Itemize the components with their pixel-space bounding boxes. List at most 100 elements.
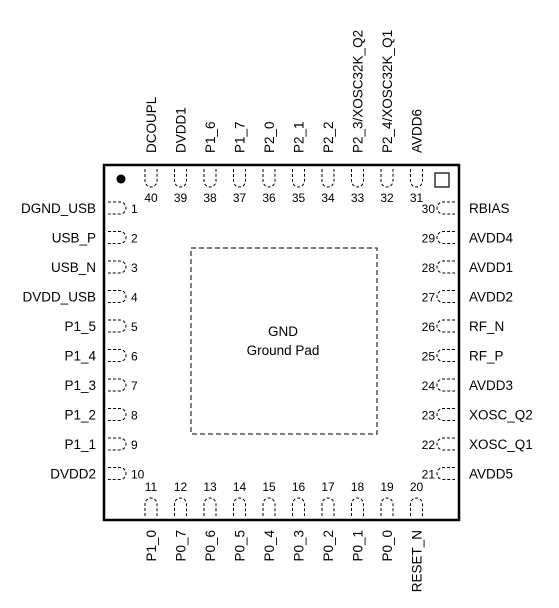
pin-pad — [380, 169, 394, 188]
pin-pad — [436, 437, 455, 451]
pin-label-rf-n: RF_N — [469, 319, 504, 334]
pin-label-p0-5: P0_5 — [233, 530, 248, 562]
pin-pad — [174, 497, 187, 516]
pin-number: 15 — [262, 480, 276, 494]
pin-number: 20 — [410, 480, 424, 494]
pin-37: 37 P1_7 — [233, 121, 248, 205]
pin-label-avdd3: AVDD3 — [469, 378, 513, 393]
pin-pad — [436, 467, 455, 480]
pin-pad — [108, 437, 127, 451]
pin-number: 29 — [422, 232, 436, 246]
pin-label-p1-1: P1_1 — [64, 437, 96, 452]
pin-label-p1-7: P1_7 — [233, 121, 248, 153]
pin-pad — [436, 378, 455, 392]
pin-label-p2-2: P2_2 — [321, 121, 336, 153]
pin-label-p1-0: P1_0 — [144, 530, 159, 562]
pin-label-avdd5: AVDD5 — [469, 467, 513, 482]
pin-label-p1-4: P1_4 — [64, 349, 96, 364]
pin-number: 28 — [422, 261, 436, 275]
pin-pad — [436, 319, 455, 333]
pin-label-dcoupl: DCOUPL — [144, 96, 159, 153]
pin-pad — [436, 408, 455, 421]
pin-number: 11 — [145, 480, 158, 494]
pin-label-xosc-q1: XOSC_Q1 — [469, 437, 533, 452]
pin-label-p0-4: P0_4 — [262, 530, 277, 562]
pin-number: 30 — [422, 202, 436, 216]
pin-number: 10 — [131, 468, 145, 482]
pin-pad — [292, 497, 305, 516]
pin-number: 8 — [131, 409, 138, 423]
pin-pad — [436, 290, 455, 303]
pin-pad — [203, 169, 217, 188]
pin-pad — [292, 169, 305, 188]
pin-pad — [436, 349, 455, 362]
pin-pad — [410, 497, 423, 516]
pin-40: 40 DCOUPL — [144, 96, 159, 205]
pin-number: 26 — [422, 320, 436, 334]
pin-number: 14 — [233, 480, 247, 494]
pin-label-p1-5: P1_5 — [64, 319, 96, 334]
pin-label-p0-3: P0_3 — [292, 530, 307, 562]
pin-label-p2-1: P2_1 — [292, 121, 307, 153]
pin-number: 7 — [131, 379, 138, 393]
pin-label-p2-3-xosc32k-q2: P2_3/XOSC32K_Q2 — [351, 30, 366, 153]
pin-number: 19 — [380, 480, 394, 494]
pin-pad — [108, 378, 127, 392]
pin-label-p0-1: P0_1 — [351, 530, 366, 562]
ground-pad — [190, 247, 378, 435]
pin-label-p1-3: P1_3 — [64, 378, 96, 393]
pin-pad — [108, 467, 127, 480]
ground-pad-label-desc: Ground Pad — [247, 343, 320, 358]
pin-34: 34 P2_2 — [321, 121, 336, 205]
pin-pad — [436, 231, 455, 244]
pin-label-rbias: RBIAS — [469, 201, 510, 216]
pin-label-dgnd-usb: DGND_USB — [21, 201, 96, 216]
pin-pad — [351, 169, 364, 188]
pin-number: 4 — [131, 291, 138, 305]
pin-number: 40 — [144, 191, 158, 205]
pin-pad — [108, 231, 127, 244]
pin-pad — [144, 169, 158, 188]
pin-pad — [436, 201, 455, 215]
pin-pad — [108, 319, 127, 333]
pin-label-p0-2: P0_2 — [321, 530, 336, 562]
pin-number: 2 — [131, 232, 138, 246]
pin-label-reset-n: RESET_N — [410, 530, 425, 592]
pin-26: RF_N 26 — [422, 319, 505, 334]
pin-label-p2-4-xosc32k-q1: P2_4/XOSC32K_Q1 — [380, 30, 395, 153]
pin-label-dvdd2: DVDD2 — [50, 467, 96, 482]
pin-pad — [108, 201, 127, 215]
pin-number: 37 — [233, 191, 247, 205]
pin-number: 25 — [422, 350, 436, 364]
pin-number: 34 — [321, 191, 335, 205]
pin-number: 17 — [321, 480, 335, 494]
pin-number: 16 — [292, 480, 306, 494]
pin-label-p0-7: P0_7 — [174, 530, 189, 562]
pin-pad — [233, 497, 246, 516]
pin-number: 27 — [422, 291, 436, 305]
pin-pad — [321, 169, 335, 188]
pin-pad — [410, 169, 423, 188]
